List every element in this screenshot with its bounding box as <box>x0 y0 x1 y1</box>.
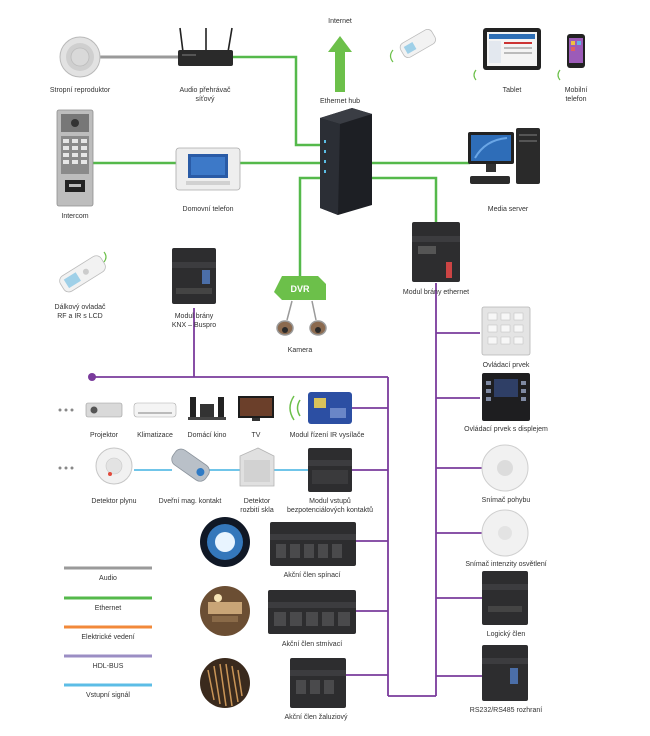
knx-gateway-icon <box>172 248 216 304</box>
label-motion-sensor: Snímač pohybu <box>481 497 531 504</box>
label-gas-detector: Detektor plynu <box>91 498 137 505</box>
switch-actuator-icon <box>270 522 356 566</box>
label-switch-actuator: Akční člen spínací <box>283 572 341 579</box>
ethernet-line-audio-player <box>232 55 330 147</box>
tv-icon <box>238 396 274 421</box>
label-intercom: Intercom <box>61 213 89 220</box>
label-rs-gateway: RS232/RS485 rozhraní <box>469 707 543 714</box>
legend-label-power: Elektrické vedení <box>81 634 135 641</box>
label-dvr: DVR <box>290 284 310 294</box>
legend-label-input: Vstupní signál <box>86 692 130 699</box>
label-home-cinema: Domácí kino <box>187 432 227 439</box>
remote-controller-icon <box>59 255 106 293</box>
eth-gateway-icon <box>412 222 460 282</box>
label-remote: Dálkový ovladač RF a IR s LCD <box>54 304 106 320</box>
label-projector: Projektor <box>89 432 119 439</box>
ethernet-line-eth-gateway <box>368 176 438 222</box>
door-contact-icon <box>171 448 210 482</box>
bus-lines <box>92 283 482 697</box>
projector-icon <box>85 402 123 418</box>
remote-top-icon <box>399 29 437 58</box>
logic-module-icon <box>482 571 528 625</box>
label-ir-module: Modul řízení IR vysílače <box>289 432 365 439</box>
label-internet: Internet <box>328 18 352 25</box>
label-ceiling-speaker: Stropní reproduktor <box>49 87 111 94</box>
label-ethernet-hub: Ethernet hub <box>319 98 361 105</box>
glass-detector-icon <box>239 447 275 487</box>
tablet-icon <box>483 28 541 70</box>
dimmer-actuator-icon <box>268 590 356 634</box>
label-home-phone: Domovní telefon <box>182 206 234 213</box>
label-dimmer-actuator: Akční člen stmívací <box>281 641 343 648</box>
gas-detector-icon <box>95 447 133 485</box>
camera-icon <box>276 300 327 336</box>
label-eth-gateway: Modul brány ethernet <box>402 289 470 296</box>
control-display-icon <box>482 373 530 421</box>
label-logic: Logický člen <box>486 631 526 638</box>
wireless-icon <box>103 251 107 263</box>
light-sensor-icon <box>481 509 529 557</box>
label-blind-actuator: Akční člen žaluziový <box>284 714 348 721</box>
label-audio-player: Audio přehrávač síťový <box>179 87 231 103</box>
legend-label-bus: HDL-BUS <box>92 663 124 670</box>
ir-module-icon <box>289 392 352 424</box>
intercom-icon <box>56 109 94 207</box>
wireless-icon <box>557 69 561 81</box>
mobile-phone-icon <box>567 34 585 68</box>
dvr-box <box>274 276 326 300</box>
ethernet-hub-icon <box>320 108 372 215</box>
blinds-photo-icon <box>200 658 250 708</box>
legend-label-ethernet: Ethernet <box>94 605 122 612</box>
legend-label-audio: Audio <box>99 575 117 582</box>
label-glass-detector: Detektor rozbití skla <box>240 498 274 514</box>
aircon-icon <box>133 402 177 418</box>
bus-start-dot <box>88 373 96 381</box>
home-phone-icon <box>175 147 241 191</box>
label-tablet: Tablet <box>502 87 522 94</box>
internet-arrow <box>328 36 352 92</box>
label-control-display: Ovládací prvek s displejem <box>464 426 548 433</box>
label-camera: Kamera <box>287 347 313 354</box>
wireless-icon <box>389 49 394 63</box>
control-element-icon <box>481 306 531 356</box>
label-input-module: Modul vstupů bezpotenciálových kontaktů <box>287 498 373 514</box>
wireless-icon <box>473 69 477 81</box>
cfl-bulb-icon <box>200 517 250 567</box>
rs-gateway-icon <box>482 645 528 701</box>
label-light-sensor: Snímač intenzity osvětlení <box>465 561 547 568</box>
label-door-contact: Dveřní mag. kontakt <box>158 498 222 505</box>
room-photo-icon <box>200 586 250 636</box>
label-mobile: Mobilní telefon <box>564 87 588 103</box>
label-media-server: Media server <box>487 206 529 213</box>
label-tv: TV <box>251 432 261 439</box>
legend-lines <box>64 566 152 687</box>
label-knx-gateway: Modul brány KNX – Buspro <box>171 313 217 329</box>
blind-actuator-icon <box>290 658 346 708</box>
ceiling-speaker-icon <box>59 36 101 78</box>
media-server-icon <box>468 128 540 184</box>
home-cinema-icon <box>188 397 226 420</box>
input-module-icon <box>308 448 352 492</box>
audio-player-icon <box>178 27 233 66</box>
label-control-element: Ovládací prvek <box>482 362 530 369</box>
label-aircon: Klimatizace <box>137 432 173 439</box>
ellipsis-dots <box>58 408 74 470</box>
motion-sensor-icon <box>481 444 529 492</box>
